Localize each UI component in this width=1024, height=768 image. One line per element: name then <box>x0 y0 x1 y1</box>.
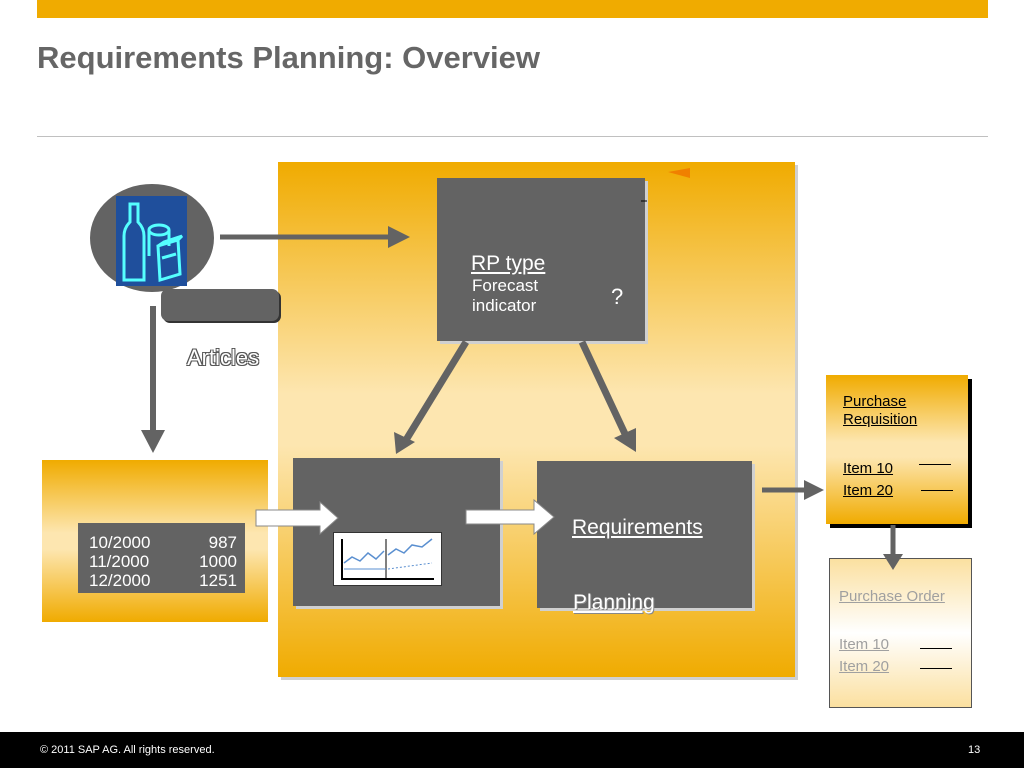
purchase-requisition-panel <box>826 375 968 524</box>
history-period: 10/2000 <box>89 533 151 552</box>
requisition-item-line <box>921 490 953 491</box>
history-value: 1000 <box>199 552 237 571</box>
table-row: 10/2000 987 <box>78 533 245 553</box>
decor-marks <box>641 168 690 202</box>
forecast-indicator-label: Forecast indicator <box>472 276 539 315</box>
forecast-line-chart-icon <box>333 532 442 586</box>
requirements-label: Requirements <box>572 516 703 539</box>
title-divider <box>37 136 988 137</box>
purchase-order-panel <box>829 558 972 708</box>
consumption-history-table: 10/2000 987 11/2000 1000 12/2000 1251 <box>78 523 245 593</box>
copyright-text: © 2011 SAP AG. All rights reserved. <box>40 744 215 756</box>
arrow-requirements-to-requisition <box>762 480 824 500</box>
history-period: 12/2000 <box>89 571 151 590</box>
top-accent-bar <box>37 0 988 18</box>
rp-type-box <box>437 178 645 341</box>
order-item: Item 20 <box>839 658 890 675</box>
requisition-item-line <box>919 464 951 465</box>
order-item: Item 10 <box>839 636 890 653</box>
arrow-articles-to-rp-type <box>220 226 410 248</box>
arrow-rp-to-requirements <box>578 340 636 452</box>
articles-label: Articles <box>187 345 260 370</box>
question-mark: ? <box>611 284 624 309</box>
articles-label-pill <box>161 289 279 321</box>
purchase-order-title: Purchase Order <box>839 588 945 605</box>
requisition-item: Item 10 <box>843 460 894 477</box>
arrow-requisition-to-order <box>883 525 903 570</box>
arrow-articles-to-history <box>141 306 165 453</box>
purchase-requisition-title: Purchase Requisition <box>843 393 918 428</box>
arrow-forecast-to-requirements <box>465 498 555 536</box>
table-row: 12/2000 1251 <box>78 571 245 591</box>
planning-label: Planning <box>573 591 655 614</box>
table-row: 11/2000 1000 <box>78 552 245 572</box>
order-item-line <box>920 648 952 649</box>
articles-bottle-box-icon <box>116 196 187 286</box>
arrow-rp-to-forecast <box>394 340 469 454</box>
history-value: 1251 <box>199 571 237 590</box>
slide-title: Requirements Planning: Overview <box>37 40 541 75</box>
page-number: 13 <box>968 744 981 756</box>
history-value: 987 <box>208 533 237 552</box>
rp-type-label: RP type <box>471 252 546 275</box>
order-item-line <box>920 668 952 669</box>
arrow-history-to-forecast <box>255 500 339 536</box>
history-period: 11/2000 <box>89 552 150 571</box>
requisition-item: Item 20 <box>843 482 894 499</box>
requirements-planning-box <box>537 461 752 608</box>
footer-bar <box>0 732 1024 768</box>
